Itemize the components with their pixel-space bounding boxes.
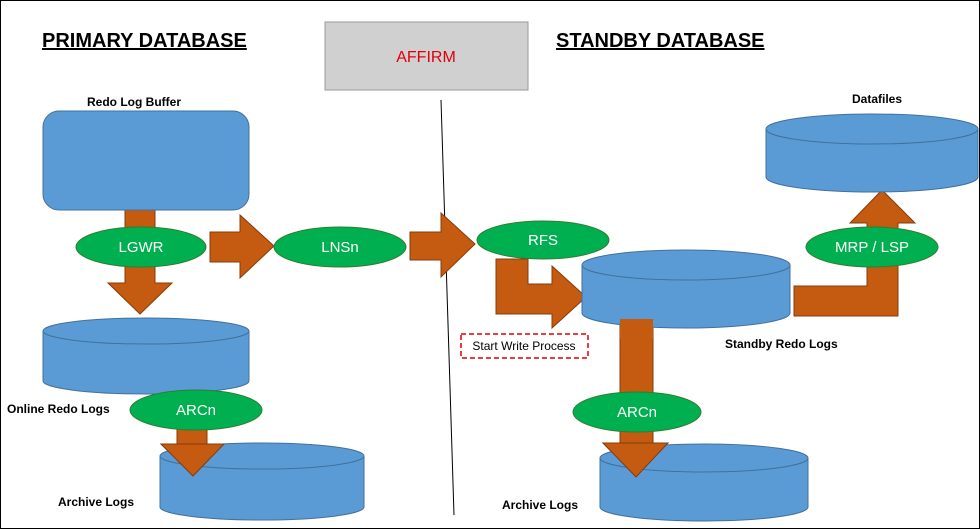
standby-redo-logs-label: Standby Redo Logs [725, 337, 838, 351]
online-redo-logs-label: Online Redo Logs [7, 402, 110, 416]
affirm-label: AFFIRM [396, 49, 456, 66]
lnsn-process: LNSn [273, 226, 407, 268]
lnsn-label: LNSn [321, 239, 359, 256]
rfs-write-arrow [495, 258, 587, 330]
lgwr-to-lnsn-arrow [209, 213, 275, 280]
primary-arcn-arrow-tip [159, 443, 226, 477]
lgwr-process: LGWR [75, 226, 207, 268]
rfs-label: RFS [528, 232, 558, 249]
primary-arcn-label: ARCn [176, 402, 216, 419]
primary-database-title: PRIMARY DATABASE [42, 30, 247, 52]
standby-database-title: STANDBY DATABASE [556, 30, 765, 52]
rfs-process: RFS [476, 220, 610, 260]
start-write-process-label: Start Write Process [472, 339, 575, 353]
primary-arcn-process: ARCn [129, 389, 263, 431]
standby-arcn-label: ARCn [617, 404, 657, 421]
standby-arcn-arrow-tip [601, 442, 670, 478]
datafiles-cylinder [765, 113, 979, 193]
start-write-process-box [460, 333, 589, 359]
network-transport-arrow [409, 211, 476, 279]
standby-arcn-arrow-shaft [620, 319, 653, 339]
redo-log-buffer-label: Redo Log Buffer [87, 95, 181, 109]
standby-arcn-process: ARCn [572, 391, 702, 433]
mrp-lsp-process: MRP / LSP [805, 226, 939, 268]
online-redo-logs-cylinder [42, 317, 250, 395]
datafiles-label: Datafiles [852, 92, 902, 106]
standby-archive-logs-label: Archive Logs [502, 498, 578, 512]
mrp-lsp-label: MRP / LSP [835, 239, 909, 256]
standby-redo-logs-cylinder [581, 249, 791, 329]
redo-log-buffer [42, 110, 250, 211]
lgwr-label: LGWR [119, 239, 164, 256]
primary-standby-divider [440, 99, 455, 516]
affirm-box [324, 21, 529, 91]
primary-archive-logs-label: Archive Logs [58, 495, 134, 509]
